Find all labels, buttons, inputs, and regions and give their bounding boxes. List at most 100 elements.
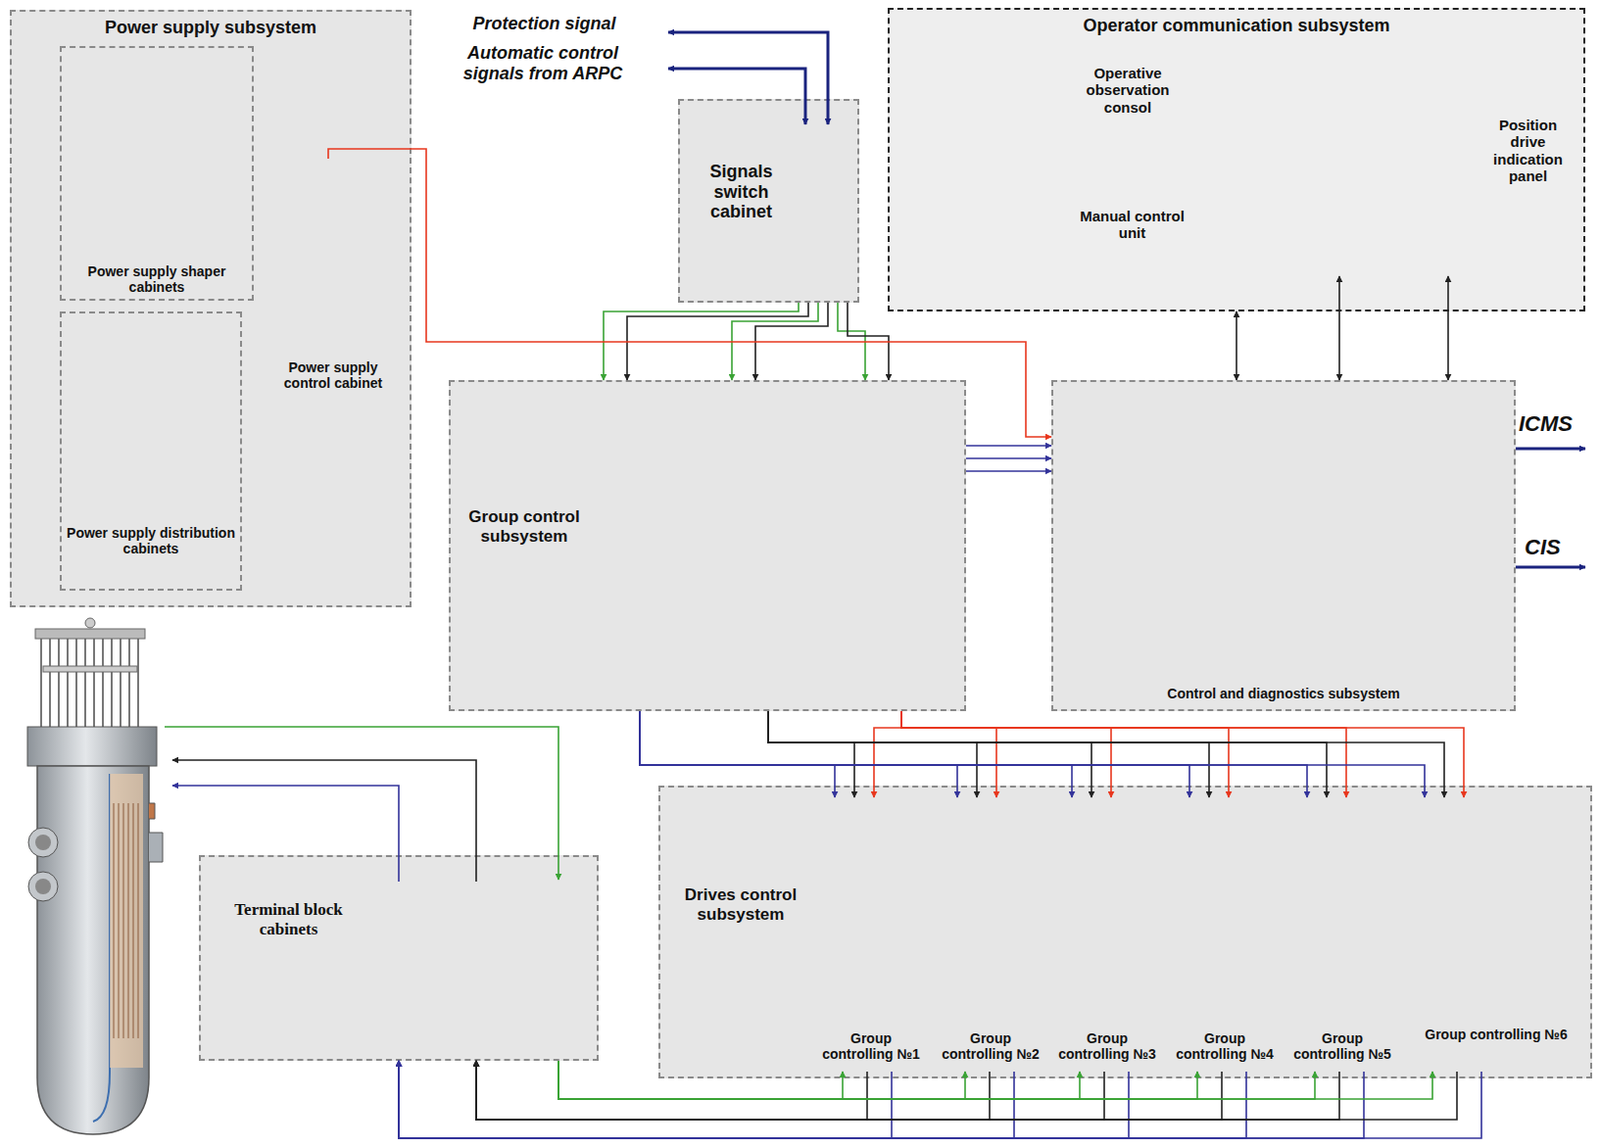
equipment-label: Group controlling №4 [1167, 797, 1282, 1063]
signal-line [768, 711, 1210, 798]
subsystem-region: Group control subsystem [448, 380, 967, 712]
equipment-box: Group controlling №2 [935, 797, 1046, 1072]
signal-line [639, 711, 958, 798]
equipment-label: Operative observation consol [1072, 31, 1183, 116]
subsystem-region: Operator communication subsystemOperativ… [887, 7, 1586, 312]
signal-line [639, 711, 1072, 798]
signal-line [398, 1061, 1129, 1139]
signal-line [476, 1061, 1340, 1120]
signal-line [847, 302, 889, 381]
signal-name: Automatic control signals from ARPC [448, 43, 637, 84]
signal-line [558, 1061, 1433, 1100]
wire [164, 727, 559, 880]
equipment-label: Manual control unit [1069, 170, 1195, 243]
subsystem-region: Terminal block cabinets [198, 855, 599, 1062]
signal-line [901, 711, 997, 798]
subsystem-region: Power supply subsystemPower supply shape… [9, 9, 412, 608]
signal-line [1447, 276, 1450, 381]
signal-line [558, 1061, 1080, 1100]
signal-line [398, 1061, 1364, 1139]
signal-line [768, 711, 855, 798]
region-title: Operator communication subsystem [889, 9, 1584, 37]
equipment-box: Group controlling №1 [813, 797, 929, 1072]
signal-line [639, 711, 1190, 798]
signal-line [837, 302, 866, 381]
signal-line [328, 148, 1052, 437]
wire [172, 760, 477, 882]
region-title: Power supply distribution cabinets [61, 313, 241, 557]
region-title: Power supply shaper cabinets [61, 48, 252, 295]
signal-line [398, 1061, 1482, 1139]
equipment-label: Group controlling №3 [1050, 797, 1164, 1063]
region-title: Group control subsystem [454, 382, 594, 546]
signal-line [966, 470, 1052, 473]
signal-line [476, 1061, 1105, 1120]
signal-line [603, 302, 799, 381]
signal-line [639, 711, 835, 798]
signal-line [639, 711, 1308, 798]
system-name: ICMS [1518, 411, 1590, 437]
signal-line [558, 1061, 1198, 1100]
signal-line [398, 1061, 1015, 1139]
signal-line [627, 302, 809, 381]
region-title: Control and diagnostics subsystem [1053, 382, 1514, 702]
subsystem-region: Power supply shaper cabinets [59, 46, 254, 301]
signal-line [398, 1061, 892, 1139]
signal-line [873, 711, 902, 798]
signal-line [398, 1061, 1247, 1139]
equipment-label: Group controlling №6 [1403, 797, 1590, 1043]
subsystem-region: Control and diagnostics subsystem [1051, 380, 1516, 712]
signal-line [901, 711, 1112, 798]
wire [668, 32, 828, 125]
signal-line [476, 1061, 1222, 1120]
wire [668, 68, 806, 125]
wire [1515, 566, 1586, 570]
signal-line [1235, 311, 1238, 381]
signal-line [1338, 276, 1341, 381]
system-name: CIS [1524, 534, 1584, 560]
subsystem-region: Power supply distribution cabinets [59, 311, 243, 591]
signal-line [558, 1061, 843, 1100]
reactor-vessel [27, 618, 163, 1135]
signal-line [476, 1061, 990, 1120]
region-title: Signals switch cabinet [689, 100, 793, 223]
signal-line [966, 457, 1052, 460]
equipment-box: Position drive indication panel [1199, 46, 1577, 277]
signal-line [755, 302, 828, 381]
equipment-box: Manual control unit [908, 170, 1195, 296]
signal-line [558, 1061, 1315, 1100]
wire [172, 785, 399, 882]
equipment-label: Position drive indication panel [1481, 46, 1575, 185]
region-title: Terminal block cabinets [212, 857, 365, 939]
signal-line [768, 711, 1445, 798]
signal-line [768, 711, 1327, 798]
signal-line [476, 1061, 868, 1120]
signal-name: Protection signal [458, 13, 631, 35]
equipment-label: Group controlling №1 [813, 797, 929, 1063]
equipment-label: Group controlling №5 [1285, 797, 1400, 1063]
signal-line [639, 711, 1425, 798]
equipment-box: Operative observation consol [908, 31, 1183, 159]
equipment-box: Power supply control cabinet [264, 158, 402, 399]
signal-line [966, 444, 1052, 447]
signal-line [901, 711, 1464, 798]
signal-line [476, 1061, 1457, 1120]
equipment-label: Group controlling №2 [935, 797, 1046, 1063]
signal-line [558, 1061, 966, 1100]
signal-line [768, 711, 977, 798]
equipment-box: Group controlling №4 [1167, 797, 1282, 1072]
wire [1515, 447, 1586, 451]
equipment-box: Group controlling №3 [1050, 797, 1164, 1072]
signal-line [768, 711, 1092, 798]
region-title: Drives control subsystem [668, 787, 814, 924]
equipment-box: Group controlling №5 [1285, 797, 1400, 1072]
signal-line [901, 711, 1347, 798]
subsystem-region: Signals switch cabinet [678, 98, 860, 303]
signal-line [901, 711, 1229, 798]
signal-line [731, 302, 819, 381]
equipment-label: Power supply control cabinet [264, 158, 402, 391]
subsystem-region: Drives control subsystemGroup controllin… [658, 785, 1593, 1079]
region-title: Power supply subsystem [11, 11, 410, 39]
equipment-box: Group controlling №6 [1403, 797, 1590, 1072]
